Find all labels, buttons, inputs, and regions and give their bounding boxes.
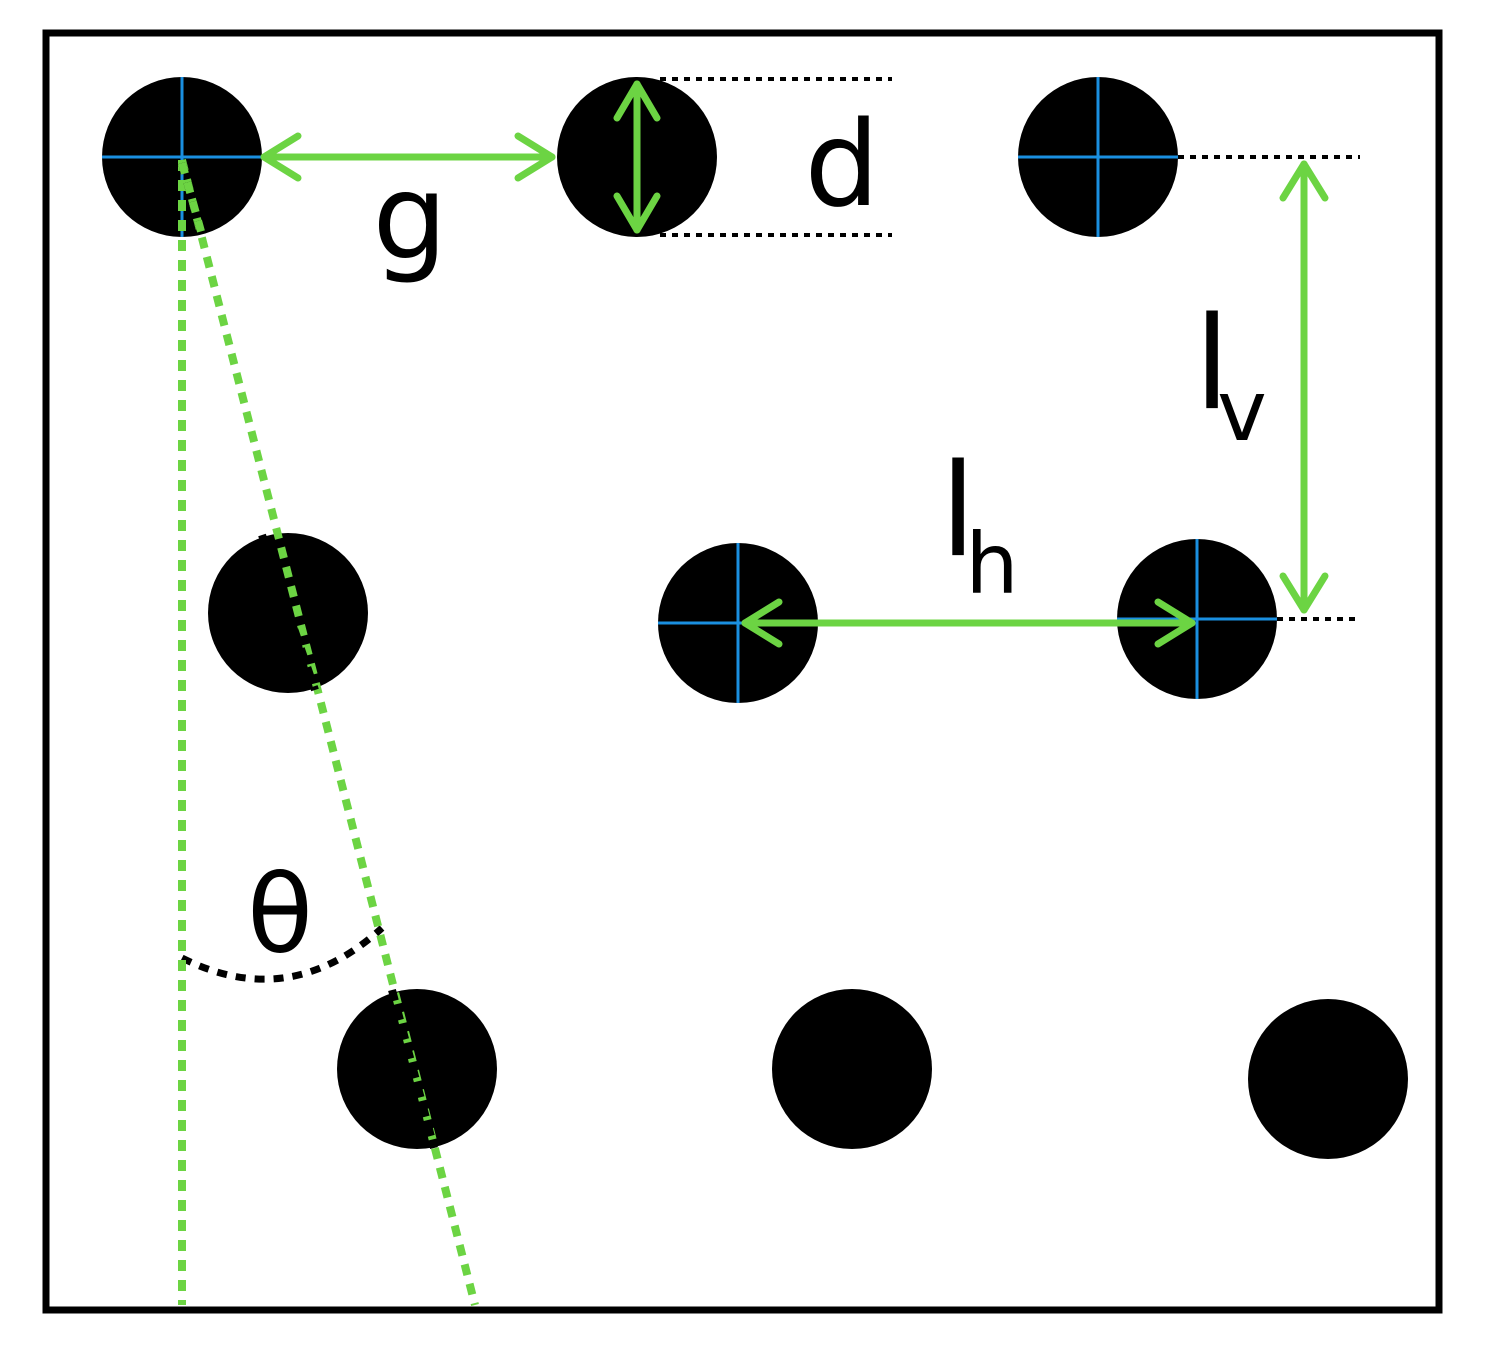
guide-lines	[180, 77, 1360, 983]
lh-label-subscript: h	[965, 515, 1018, 613]
lh-label-main: l	[940, 437, 976, 586]
lv-arrow	[1279, 160, 1329, 614]
crosshair-dot-3	[1018, 77, 1178, 237]
lv-label-subscript: v	[1217, 362, 1267, 460]
dot-array	[102, 77, 1408, 1159]
g-label: g	[373, 148, 448, 286]
dot-8	[772, 989, 932, 1149]
crosshair-dot-6	[1117, 539, 1277, 699]
g-arrow	[260, 132, 556, 182]
lh-arrow	[741, 598, 1196, 648]
theta-label: θ	[247, 853, 313, 978]
lv-label-main: l	[1194, 290, 1230, 439]
dimension-arrows	[260, 80, 1329, 648]
angle-line-green-over-dots	[178, 161, 206, 237]
dot-9	[1248, 999, 1408, 1159]
d-label: d	[805, 95, 880, 233]
d-arrow	[613, 80, 661, 234]
frame-border	[42, 29, 1443, 1314]
